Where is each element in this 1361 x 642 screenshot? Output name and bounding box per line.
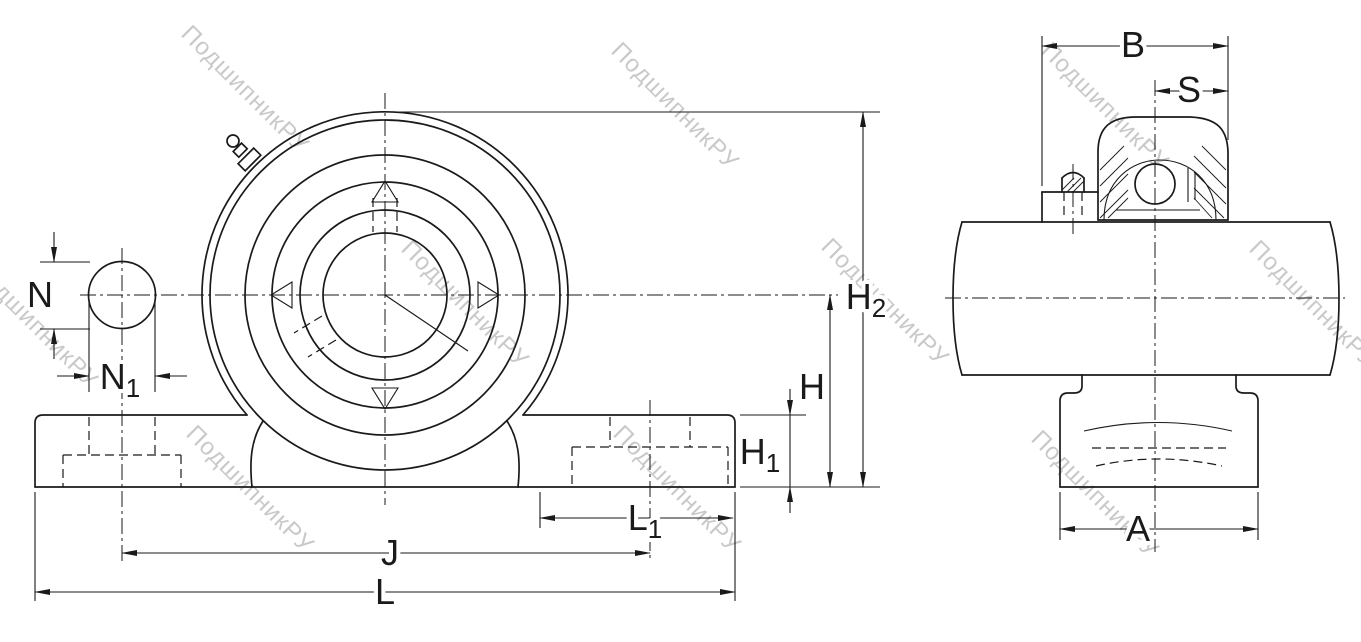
- dimension-H1: H1: [736, 389, 806, 513]
- dimension-B: B: [1041, 20, 1229, 186]
- watermark-text: ПодшипникРУ: [1244, 235, 1361, 373]
- raceway-notch-bottom: [371, 387, 399, 411]
- dim-label-l: L: [375, 571, 395, 612]
- dimension-J: J: [121, 528, 651, 577]
- grease-fitting-ball: [226, 134, 240, 148]
- side-view-centerlines: [945, 80, 1345, 552]
- dim-label-n1: N1: [100, 356, 140, 403]
- watermark-layer: ПодшипникРУ ПодшипникРУ ПодшипникРУ Подш…: [0, 20, 1361, 563]
- watermark-text: ПодшипникРУ: [181, 420, 319, 558]
- dim-label-l1: L1: [628, 497, 663, 544]
- set-screw-collar: [1041, 171, 1099, 223]
- side-view: [945, 80, 1345, 552]
- dimension-H2: H2: [394, 111, 890, 488]
- dimension-L: L: [34, 492, 736, 616]
- dimension-L1: L1: [539, 492, 734, 548]
- section-radius-line: [384, 294, 469, 352]
- front-view-centerlines: [80, 93, 838, 562]
- dimension-A: A: [1059, 492, 1259, 553]
- dimension-N1: N1: [57, 302, 187, 407]
- dimension-N: N: [23, 232, 90, 359]
- dim-label-j: J: [381, 532, 399, 573]
- dim-label-h2: H2: [846, 276, 886, 323]
- dim-label-h1: H1: [740, 431, 780, 478]
- watermark-text: ПодшипникРУ: [1036, 37, 1174, 175]
- dimension-S: S: [1154, 65, 1229, 114]
- base-section: [1059, 374, 1259, 488]
- watermark-text: ПодшипникРУ: [176, 20, 314, 158]
- dim-label-h: H: [799, 366, 825, 407]
- dimensions: N N1 H2 H H1 L1: [23, 20, 1259, 616]
- dim-label-b: B: [1121, 24, 1145, 65]
- front-view: [34, 93, 838, 562]
- section-hatching: [1099, 145, 1227, 219]
- grease-fitting: [226, 134, 263, 173]
- dim-label-s: S: [1177, 69, 1201, 110]
- dim-label-n: N: [27, 274, 53, 315]
- watermark-text: ПодшипникРУ: [606, 37, 744, 175]
- dim-label-a: A: [1126, 508, 1150, 549]
- dimension-H: H: [795, 294, 833, 488]
